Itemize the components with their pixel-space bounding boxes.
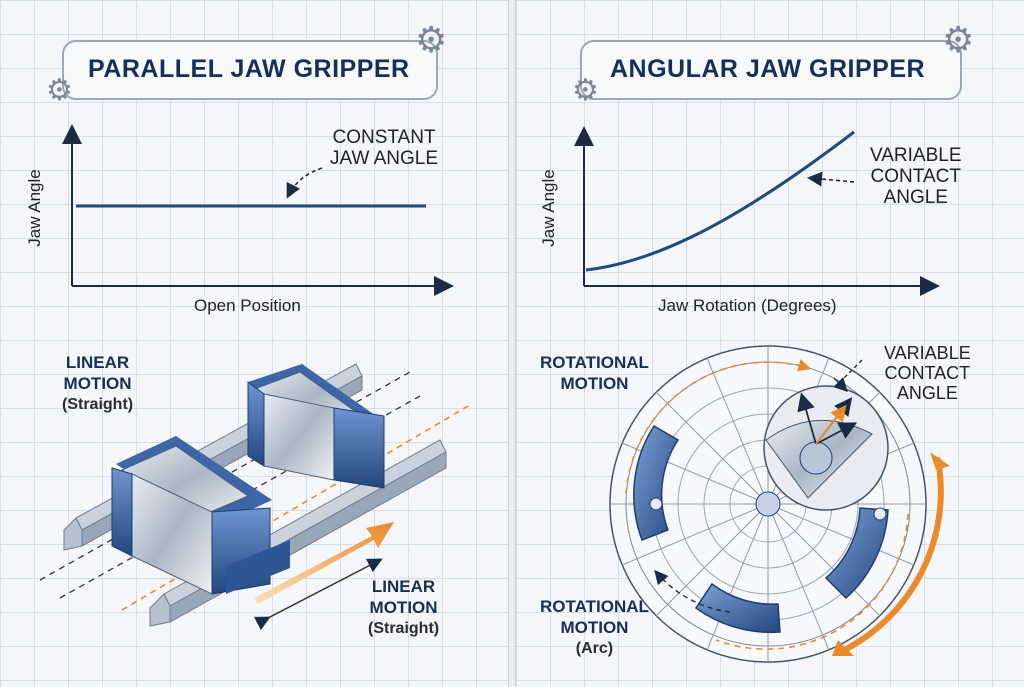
annotation-line: CONTACT — [870, 165, 961, 187]
rotational-label-top: ROTATIONAL MOTION — [540, 352, 649, 395]
gear-icon: ⚙ — [572, 74, 599, 107]
motion-double-arrow — [253, 558, 383, 631]
annotation-line: ANGLE — [896, 382, 958, 403]
motion-label-line: MOTION — [63, 374, 132, 394]
gear-icon: ⚙ — [46, 74, 73, 107]
annotation-line: VARIABLE — [884, 343, 971, 363]
motion-label-sub: (Straight) — [368, 619, 440, 637]
gear-icon: ⚙ — [942, 19, 975, 60]
annotation-line: ANGLE — [883, 186, 948, 208]
x-axis-label: Open Position — [194, 296, 301, 315]
annotation-arrow — [807, 171, 855, 187]
motion-label-line: MOTION — [369, 598, 438, 618]
motion-label-line: MOTION — [560, 618, 629, 638]
panel-title: ANGULAR JAW GRIPPER — [610, 55, 926, 83]
variable-angle-curve — [585, 130, 855, 272]
angular-gripper-drawing — [574, 126, 950, 663]
parallel-gripper-drawing — [39, 124, 469, 631]
y-axis-label: Jaw Angle — [24, 169, 44, 247]
annotation-line: CONTACT — [884, 362, 971, 383]
dial-annotation: VARIABLE CONTACT ANGLE — [884, 343, 971, 403]
title-frame — [62, 40, 438, 100]
motion-label-sub: (Straight) — [62, 395, 134, 413]
parallel-gripper-panel: ⚙ ⚙ PARALLEL JAW GRIPPER — [0, 0, 508, 687]
motion-label-sub: (Arc) — [575, 639, 614, 657]
rotary-dial — [609, 345, 950, 663]
motion-label-line: LINEAR — [371, 577, 436, 596]
motion-label-line: MOTION — [560, 374, 629, 394]
annotation-arrow — [286, 167, 323, 199]
panel-divider — [508, 0, 516, 687]
panel-title: PARALLEL JAW GRIPPER — [88, 55, 410, 83]
rotational-label-bottom: ROTATIONAL MOTION (Arc) — [540, 596, 649, 659]
motion-label-line: LINEAR — [65, 353, 130, 372]
y-axis-label: Jaw Angle — [538, 169, 558, 247]
gear-icon: ⚙ — [415, 19, 448, 60]
x-axis-label: Jaw Rotation (Degrees) — [658, 296, 837, 315]
motion-label-line: ROTATIONAL — [540, 353, 649, 372]
annotation-line: JAW ANGLE — [330, 147, 439, 169]
motion-label-top: LINEAR MOTION (Straight) — [62, 352, 133, 415]
motion-label-bottom: LINEAR MOTION (Straight) — [368, 576, 439, 639]
annotation-line: CONSTANT — [332, 127, 436, 148]
angular-gripper-panel: ⚙ ⚙ ANGULAR JAW GRIPPER — [516, 0, 1024, 687]
carriage-back — [247, 364, 385, 489]
chart-annotation: VARIABLE CONTACT ANGLE — [870, 145, 962, 209]
annotation-line: VARIABLE — [870, 145, 962, 166]
chart-annotation: CONSTANT JAW ANGLE — [330, 127, 439, 170]
motion-label-line: ROTATIONAL — [540, 597, 649, 616]
title-frame — [580, 40, 962, 100]
